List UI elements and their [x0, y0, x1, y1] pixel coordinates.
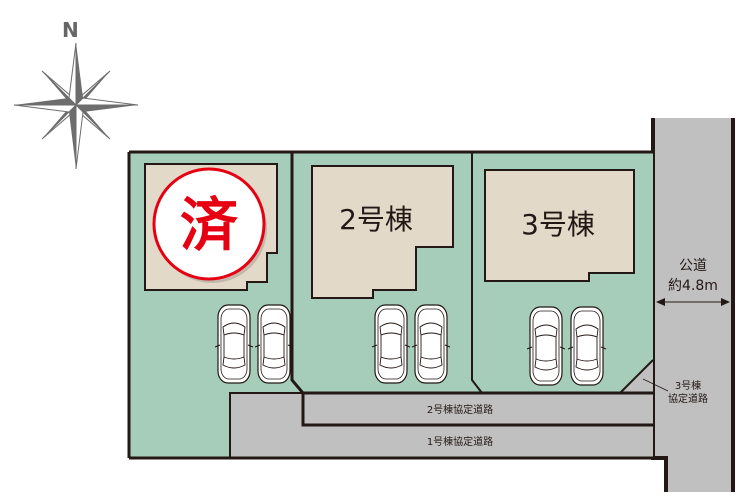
private-road-1-label: 1号棟協定道路 — [427, 435, 493, 448]
private-road-3-line1: 3号棟 — [675, 379, 701, 392]
building-3 — [484, 169, 635, 282]
private-road-3 — [619, 359, 654, 394]
lot-1: 済 — [144, 163, 294, 384]
private-road-2 — [303, 393, 653, 425]
building-2 — [311, 165, 454, 299]
leader-line — [642, 378, 669, 392]
sold-stamp: 済 — [152, 167, 267, 283]
parking-space-3a — [526, 306, 566, 386]
lot-borders — [127, 150, 653, 460]
private-road-2-label: 2号棟協定道路 — [427, 403, 493, 416]
width-arrow-icon — [656, 298, 730, 306]
private-road-3-line2: 協定道路 — [668, 392, 708, 405]
parking-space-3b — [567, 306, 607, 386]
lot-2: 2号棟 — [311, 165, 454, 384]
parking-space-2a — [371, 304, 411, 384]
private-road-3-label: 3号棟 協定道路 — [642, 378, 708, 405]
building-2-label: 2号棟 — [339, 203, 413, 236]
parking-space-2b — [411, 304, 451, 384]
compass-rose-icon: N — [13, 18, 139, 170]
public-road-label: 公道 約4.8m — [656, 258, 730, 306]
north-label: N — [62, 18, 79, 42]
parking-space-1a — [214, 304, 254, 384]
sold-label: 済 — [180, 191, 239, 259]
building-3-label: 3号棟 — [521, 208, 595, 241]
parking-space-1b — [254, 304, 294, 384]
public-road-width: 約4.8m — [668, 278, 718, 294]
public-road-name: 公道 — [679, 258, 707, 274]
lot-3: 3号棟 — [484, 169, 635, 386]
